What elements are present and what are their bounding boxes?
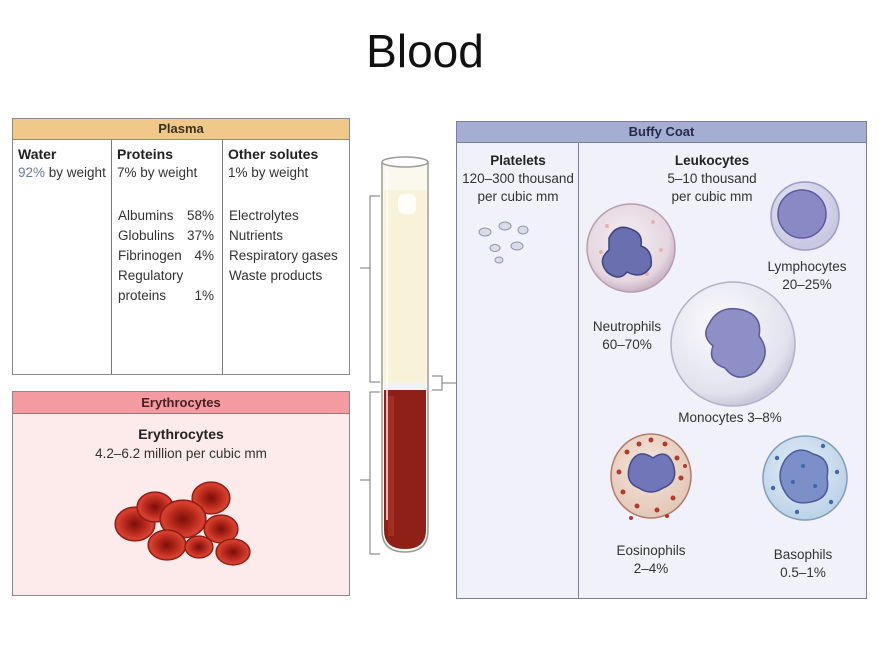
list-item: Nutrients <box>229 228 284 243</box>
proteins-percent: 7% by weight <box>117 165 198 180</box>
slide-title: Blood <box>366 25 484 77</box>
list-item: proteins 1% <box>118 286 222 306</box>
leukocyte-illustrations <box>478 181 848 521</box>
protein-name: proteins <box>118 288 167 303</box>
solutes-percent: 1% by weight <box>228 165 309 180</box>
basophils-name: Basophils <box>773 547 833 562</box>
neutrophils-pct: 60–70% <box>602 337 652 352</box>
erythrocytes-count: 4.2–6.2 million per cubic mm <box>95 446 267 461</box>
lymphocytes-label: Lymphocytes 20–25% <box>755 258 859 294</box>
plasma-header: Plasma <box>13 119 349 140</box>
platelets-icon <box>478 221 529 264</box>
erythrocytes-panel: Erythrocytes Erythrocytes 4.2–6.2 millio… <box>12 391 350 596</box>
leukocytes-title: Leukocytes <box>674 153 750 168</box>
list-item: Respiratory gases <box>229 248 338 263</box>
buffy-column-divider <box>578 143 579 598</box>
list-item: Waste products <box>229 268 323 283</box>
leukocytes-unit: per cubic mm <box>671 189 753 204</box>
water-percent-suffix: by weight <box>45 165 106 180</box>
neutrophils-name: Neutrophils <box>592 319 662 334</box>
neutrophil-cell <box>586 203 676 293</box>
plasma-layer <box>384 190 426 386</box>
lymphocytes-name: Lymphocytes <box>767 259 847 274</box>
protein-pct: 58% <box>186 208 214 223</box>
solutes-list: Electrolytes Nutrients Respiratory gases… <box>229 206 349 286</box>
protein-name: Fibrinogen <box>118 248 182 263</box>
protein-pct: 4% <box>194 248 214 263</box>
protein-name: Albumins <box>118 208 174 223</box>
proteins-list: Albumins 58% Globulins 37% Fibrinogen 4% Re… <box>118 206 222 306</box>
water-percent-value: 92% <box>18 165 46 180</box>
list-item: Fibrinogen 4% <box>118 246 222 266</box>
proteins-title: Proteins <box>117 146 174 162</box>
erythrocytes-header: Erythrocytes <box>13 392 349 414</box>
water-percent: 92% by weight <box>18 165 111 180</box>
platelets-title: Platelets <box>490 153 546 168</box>
eosinophils-pct: 2–4% <box>633 561 669 576</box>
neutrophils-label: Neutrophils 60–70% <box>577 318 677 354</box>
solutes-column: Other solutes 1% by weight Electrolytes … <box>223 140 349 374</box>
list-item: Globulins 37% <box>118 226 222 246</box>
platelets-unit: per cubic mm <box>477 189 559 204</box>
buffy-coat-panel: Buffy Coat Platelets 120–300 thousand pe… <box>456 121 867 599</box>
plasma-panel: Plasma Water 92% by weight Proteins 7% b… <box>12 118 350 375</box>
protein-pct: 1% <box>194 288 214 303</box>
eosinophil-cell <box>610 433 692 520</box>
erythrocyte-layer <box>384 390 426 549</box>
lymphocytes-pct: 20–25% <box>782 277 832 292</box>
basophils-pct: 0.5–1% <box>780 565 826 580</box>
erythrocytes-title: Erythrocytes <box>138 426 224 442</box>
monocyte-cell <box>670 281 796 407</box>
leukocytes-count: 5–10 thousand <box>667 171 757 186</box>
test-tube-illustration <box>360 156 456 555</box>
list-item: Electrolytes <box>229 208 299 223</box>
lymphocyte-cell <box>770 181 840 251</box>
protein-name: Regulatory <box>118 268 184 283</box>
water-title: Water <box>18 146 57 162</box>
list-item: Albumins 58% <box>118 206 222 226</box>
rbc-cluster <box>114 481 251 566</box>
solutes-title: Other solutes <box>228 146 319 162</box>
buffy-coat-layer <box>384 382 426 390</box>
eosinophils-name: Eosinophils <box>616 543 686 558</box>
leukocytes-label: Leukocytes 5–10 thousand per cubic mm <box>637 152 787 206</box>
basophils-label: Basophils 0.5–1% <box>753 546 853 582</box>
platelets-count: 120–300 thousand <box>462 171 574 186</box>
proteins-column: Proteins 7% by weight Albumins 58% Globul… <box>112 140 223 374</box>
eosinophils-label: Eosinophils 2–4% <box>601 542 701 578</box>
platelets-label: Platelets 120–300 thousand per cubic mm <box>457 152 579 206</box>
list-item: Regulatory <box>118 266 222 286</box>
water-column: Water 92% by weight <box>13 140 112 374</box>
monocytes-label: Monocytes 3–8% <box>678 410 782 425</box>
buffy-coat-header: Buffy Coat <box>457 122 866 143</box>
basophil-cell <box>762 435 848 521</box>
red-blood-cells-illustration <box>114 481 251 566</box>
protein-name: Globulins <box>118 228 175 243</box>
protein-pct: 37% <box>186 228 214 243</box>
